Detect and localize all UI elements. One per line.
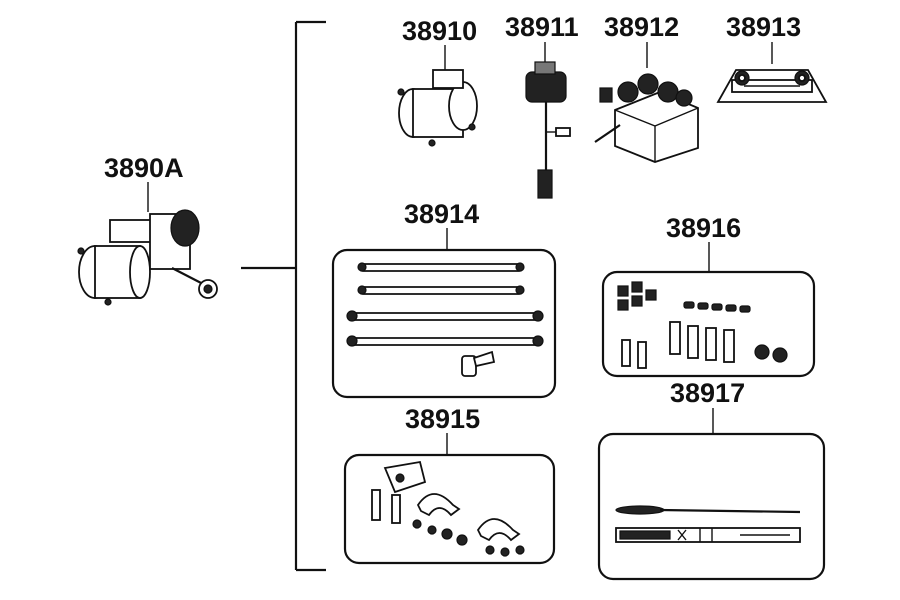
component-38912[interactable]: 38912 xyxy=(594,12,699,163)
cable-kit-icon xyxy=(346,262,544,377)
component-38910[interactable]: 38910 xyxy=(397,16,478,147)
winch-motor-drum-icon xyxy=(397,69,478,147)
part-number-38917: 38917 xyxy=(670,378,745,408)
part-number-38911: 38911 xyxy=(505,12,579,42)
group-bracket xyxy=(241,20,326,572)
wire-rope-icon xyxy=(615,505,801,543)
kit-box-38917 xyxy=(597,432,826,581)
component-38915[interactable]: 38915 xyxy=(343,404,556,565)
component-38911[interactable]: 38911 xyxy=(505,12,579,199)
part-number-38912: 38912 xyxy=(604,12,679,42)
assembly-part-number: 3890A xyxy=(104,153,184,183)
component-38914[interactable]: 38914 xyxy=(331,199,557,399)
kit-box-38916 xyxy=(601,270,816,378)
part-number-38915: 38915 xyxy=(405,404,480,434)
part-number-38916: 38916 xyxy=(666,213,741,243)
contactor-solenoid-icon xyxy=(594,73,699,163)
kit-box-38914 xyxy=(331,248,557,399)
component-38917[interactable]: 38917 xyxy=(597,378,826,581)
roller-fairlead-icon xyxy=(716,69,828,103)
part-number-38910: 38910 xyxy=(402,16,477,46)
component-38913[interactable]: 38913 xyxy=(716,12,828,103)
remote-control-switch-icon xyxy=(525,61,571,199)
mounting-bracket-kit-icon xyxy=(371,460,525,557)
part-number-38914: 38914 xyxy=(404,199,479,229)
assembly-group[interactable]: 3890A xyxy=(77,153,218,306)
winch-assembly-icon xyxy=(77,209,218,306)
component-38916[interactable]: 38916 xyxy=(601,213,816,378)
part-number-38913: 38913 xyxy=(726,12,801,42)
kit-box-38915 xyxy=(343,453,556,565)
hardware-kit-icon xyxy=(617,281,788,369)
